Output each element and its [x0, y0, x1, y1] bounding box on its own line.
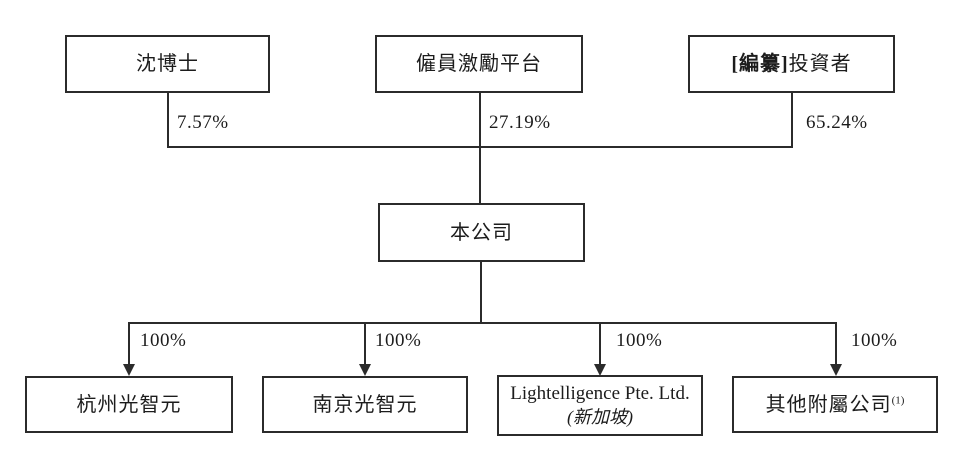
ownership-investors: 65.24%	[806, 112, 868, 133]
connector-shen-down	[167, 93, 169, 146]
node-other-subsidiaries: 其他附屬公司(1)	[732, 376, 938, 433]
ownership-others: 100%	[851, 330, 898, 351]
node-lightelligence: Lightelligence Pte. Ltd. (新加坡)	[497, 375, 703, 436]
node-company-label: 本公司	[450, 221, 513, 244]
node-investors: [編纂]投資者	[688, 35, 895, 93]
node-lightelligence-name: Lightelligence Pte. Ltd.	[510, 382, 690, 404]
node-shen: 沈博士	[65, 35, 270, 93]
node-lightelligence-location: (新加坡)	[567, 406, 633, 427]
ownership-nanjing: 100%	[375, 330, 422, 351]
arrowhead-hangzhou-icon	[123, 364, 135, 376]
ownership-platform: 27.19%	[489, 112, 551, 133]
node-employee-incentive-platform: 僱員激勵平台	[375, 35, 583, 93]
ownership-shen: 7.57%	[177, 112, 229, 133]
arrowhead-nanjing-icon	[359, 364, 371, 376]
node-hangzhou-label: 杭州光智元	[76, 393, 182, 416]
node-investors-label: [編纂]投資者	[731, 53, 852, 75]
connector-arrow-nanjing	[364, 322, 366, 365]
node-others-label: 其他附屬公司(1)	[765, 393, 905, 416]
connector-arrow-lightelligence	[599, 322, 601, 365]
node-shen-label: 沈博士	[136, 53, 199, 75]
redacted-marker: [編纂]	[731, 53, 789, 75]
node-platform-label: 僱員激勵平台	[416, 53, 542, 75]
node-company: 本公司	[378, 203, 585, 262]
arrowhead-others-icon	[830, 364, 842, 376]
connector-investors-down	[791, 93, 793, 146]
node-hangzhou: 杭州光智元	[25, 376, 233, 433]
connector-arrow-others	[835, 322, 837, 365]
ownership-hangzhou: 100%	[140, 330, 187, 351]
connector-top-bar	[167, 146, 793, 148]
footnote-marker: (1)	[891, 393, 905, 406]
connector-bottom-bar	[128, 322, 836, 324]
connector-company-down	[480, 262, 482, 322]
connector-arrow-hangzhou	[128, 322, 130, 365]
connector-platform-down	[479, 93, 481, 203]
ownership-lightelligence: 100%	[616, 330, 663, 351]
node-nanjing-label: 南京光智元	[312, 393, 418, 416]
arrowhead-lightelligence-icon	[594, 364, 606, 376]
node-nanjing: 南京光智元	[262, 376, 468, 433]
